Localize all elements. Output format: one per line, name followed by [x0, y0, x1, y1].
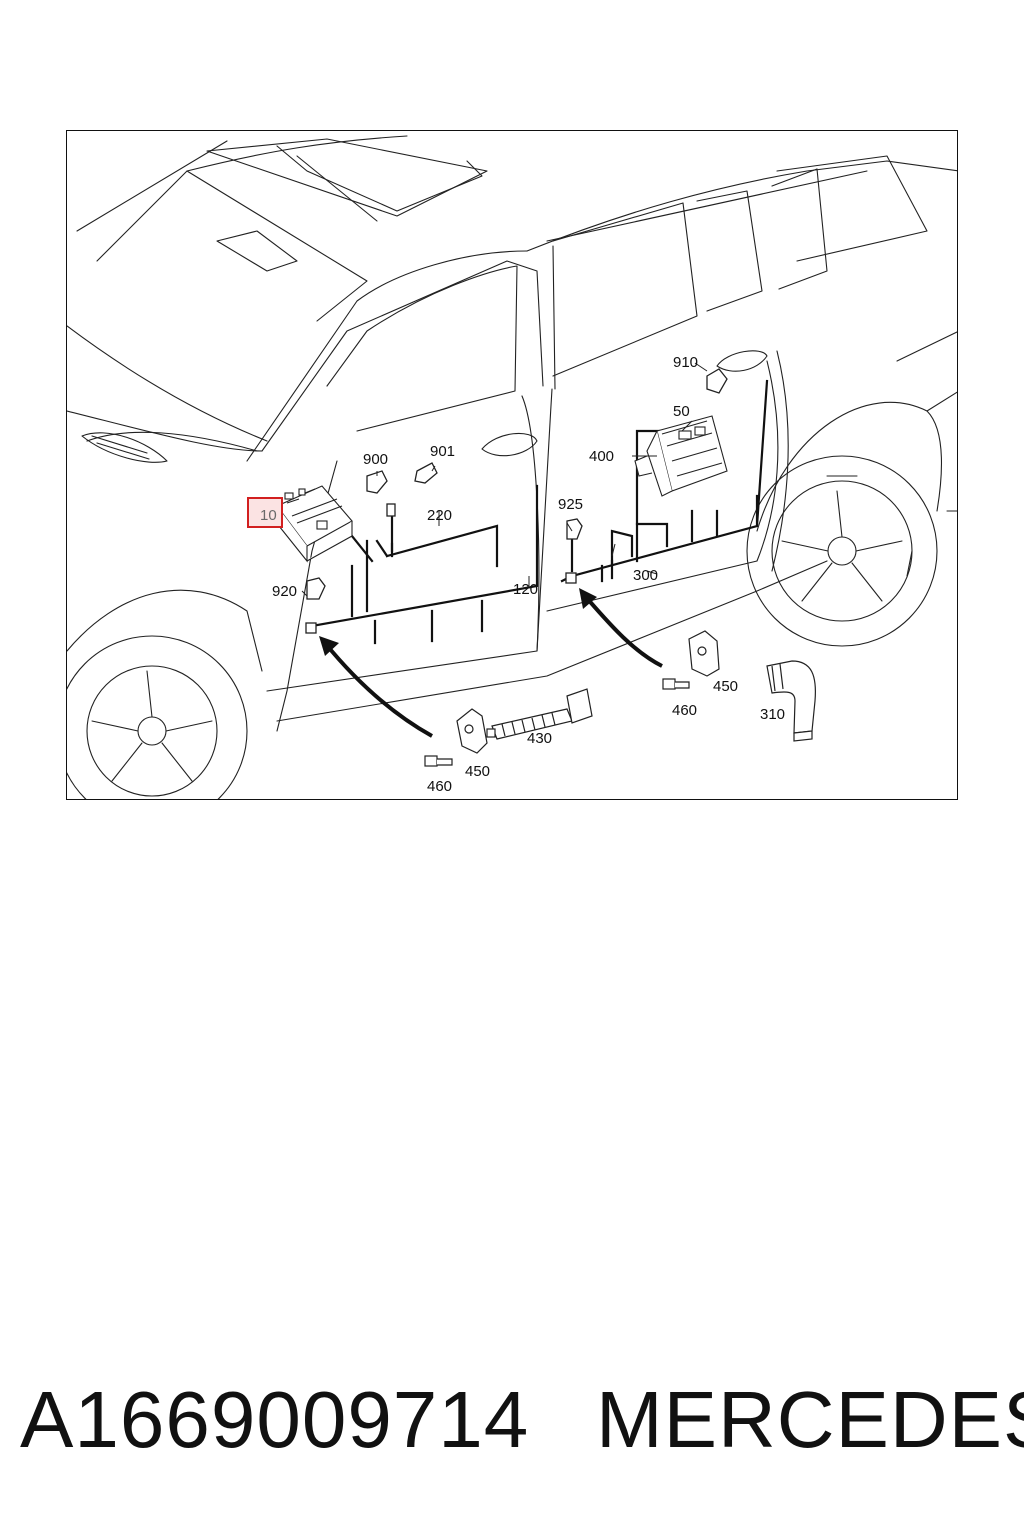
part-caption: A1669009714 MERCEDES [0, 1370, 1024, 1470]
brand-name: MERCEDES [596, 1375, 1024, 1464]
callout-430: 430 [527, 730, 552, 747]
callout-10-highlight[interactable] [247, 497, 283, 528]
callout-460-front: 460 [427, 778, 452, 795]
callout-925: 925 [558, 496, 583, 513]
callout-50: 50 [673, 403, 690, 420]
callout-900: 900 [363, 451, 388, 468]
parts-diagram: 10 910 50 400 900 901 220 925 300 120 92… [66, 130, 958, 800]
part-number: A1669009714 [20, 1375, 530, 1464]
callout-910: 910 [673, 354, 698, 371]
callout-400: 400 [589, 448, 614, 465]
callout-450-front: 450 [465, 763, 490, 780]
callout-920: 920 [272, 583, 297, 600]
callout-901: 901 [430, 443, 455, 460]
callout-220: 220 [427, 507, 452, 524]
callout-310: 310 [760, 706, 785, 723]
callout-300: 300 [633, 567, 658, 584]
callout-10: 10 [260, 507, 277, 524]
callout-120: 120 [513, 581, 538, 598]
callout-460-rear: 460 [672, 702, 697, 719]
callout-450-rear: 450 [713, 678, 738, 695]
car-wiring-illustration: 10 910 50 400 900 901 220 925 300 120 92… [67, 135, 957, 799]
